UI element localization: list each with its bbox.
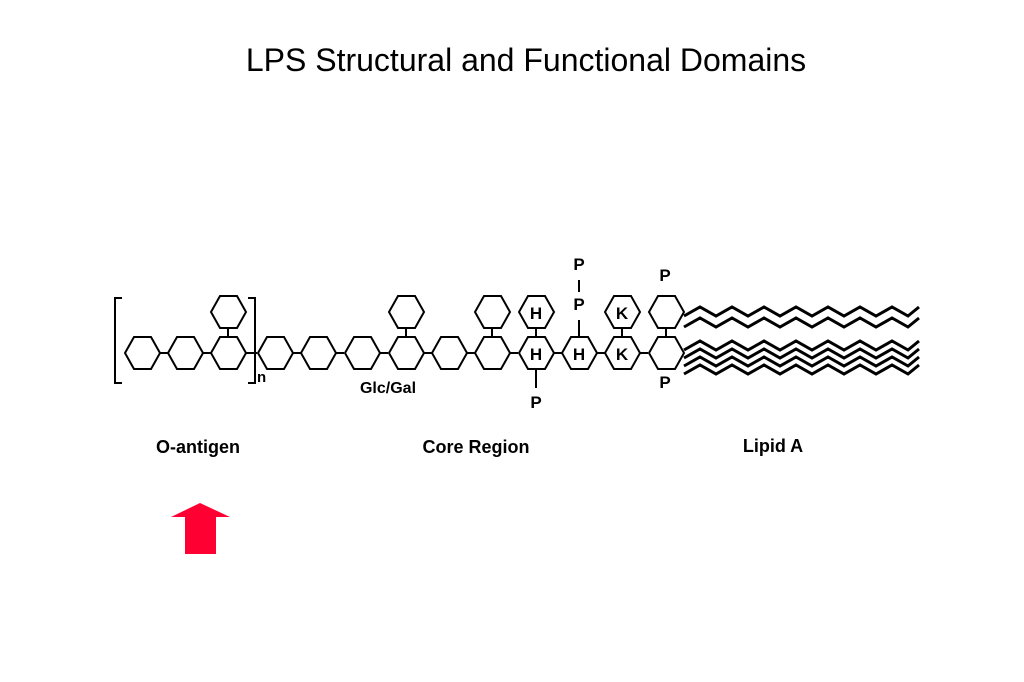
lipid-a-label: Lipid A <box>743 436 803 456</box>
fatty-acid-chain <box>683 363 920 376</box>
heptose-ring <box>517 295 556 329</box>
fatty-acid-chains <box>683 305 920 376</box>
sugar-ring <box>473 336 512 370</box>
sugar-ring-branches <box>209 295 686 329</box>
sugar-ring <box>166 336 205 370</box>
glc-gal-label: Glc/Gal <box>360 380 416 397</box>
phosphate-label: P <box>659 373 670 392</box>
core-region-label: Core Region <box>422 437 529 457</box>
lipid-ring <box>647 295 686 329</box>
kdo-ring <box>603 295 642 329</box>
sugar-ring <box>387 295 426 329</box>
kdo-label: K <box>616 304 629 323</box>
fatty-acid-chain <box>683 347 920 360</box>
heptose-ring <box>560 336 599 370</box>
sugar-ring <box>430 336 469 370</box>
heptose-label: H <box>530 304 542 323</box>
left-bracket <box>114 297 122 384</box>
branch-bonds <box>227 280 667 388</box>
kdo-ring <box>603 336 642 370</box>
sugar-ring <box>209 295 248 329</box>
fatty-acid-chain <box>683 316 920 329</box>
fatty-acid-chain <box>683 355 920 368</box>
right-bracket <box>248 297 256 384</box>
page-title: LPS Structural and Functional Domains <box>245 42 807 78</box>
sugar-ring <box>473 295 512 329</box>
phosphate-label: P <box>659 266 670 285</box>
heptose-ring <box>517 336 556 370</box>
sugar-ring <box>209 336 248 370</box>
kdo-label: K <box>616 345 629 364</box>
sugar-ring <box>256 336 295 370</box>
fatty-acid-chain <box>683 305 920 318</box>
repeat-subscript: n <box>257 369 266 386</box>
heptose-label: H <box>573 345 585 364</box>
sugar-ring <box>387 336 426 370</box>
fatty-acid-chain <box>683 339 920 352</box>
up-arrow-icon <box>171 503 230 554</box>
sugar-ring <box>123 336 162 370</box>
sugar-ring <box>343 336 382 370</box>
sugar-ring-row <box>123 336 686 370</box>
phosphate-label: P <box>530 393 541 412</box>
sugar-ring <box>299 336 338 370</box>
lipid-ring <box>647 336 686 370</box>
phosphate-label: P <box>573 255 584 274</box>
heptose-label: H <box>530 345 542 364</box>
o-antigen-label: O-antigen <box>156 437 240 457</box>
phosphate-label: P <box>573 295 584 314</box>
